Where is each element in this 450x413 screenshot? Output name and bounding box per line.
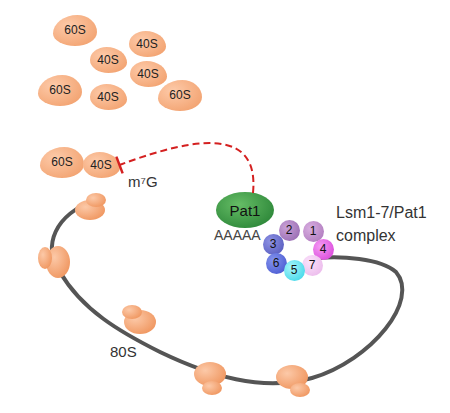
node-label: 40S <box>90 158 111 172</box>
protein-ellipse: Pat1 <box>216 192 274 228</box>
ribosome-subunit: 60S <box>158 80 202 111</box>
subunit-number: 2 <box>286 223 293 237</box>
lsm-circle: 5 <box>284 260 305 281</box>
ribosome-subunit: 60S <box>53 15 97 46</box>
ribosome-subunit: 60S <box>40 147 84 178</box>
node-label: Pat1 <box>230 202 261 219</box>
node-label: 40S <box>97 90 118 104</box>
text-label: AAAAA <box>214 225 274 245</box>
lsm-circle: 3 <box>263 234 284 255</box>
ribosome-subunit: 40S <box>90 47 127 73</box>
subunit-number: 3 <box>270 237 277 251</box>
node-label: 60S <box>49 83 70 97</box>
ribosome-subunit: 40S <box>83 152 120 178</box>
node-label: 40S <box>97 53 118 67</box>
text-label: m⁷G <box>128 171 188 193</box>
ribosome-80s <box>122 305 156 334</box>
lsm-circle: 7 <box>302 255 323 276</box>
ribosome-80s <box>276 365 310 397</box>
node-label: 60S <box>169 88 190 102</box>
ribosome-subunit: 40S <box>129 31 166 57</box>
subunit-number: 1 <box>310 224 317 238</box>
subunit-number: 4 <box>320 242 327 256</box>
subunit-number: 5 <box>291 263 298 277</box>
node-label: 60S <box>64 23 85 37</box>
node-label: 40S <box>136 37 157 51</box>
subunit-number: 6 <box>273 256 280 270</box>
ribosome-subunit: 40S <box>130 61 167 87</box>
dashed-line <box>120 143 254 193</box>
ribosome-80s <box>75 193 106 220</box>
subunit-number: 7 <box>309 258 316 272</box>
inhibition-bar <box>116 157 122 174</box>
text-label: 80S <box>110 341 160 363</box>
text-label: Lsm1-7/Pat1 complex <box>336 201 444 247</box>
ribosome-subunit: 60S <box>38 75 82 106</box>
ribosome-subunit: 40S <box>90 84 127 110</box>
ribosome-80s <box>194 362 226 395</box>
ribosome-80s <box>38 246 70 278</box>
node-label: 60S <box>51 155 72 169</box>
inhibition-connector <box>116 143 253 193</box>
node-label: 40S <box>137 67 158 81</box>
